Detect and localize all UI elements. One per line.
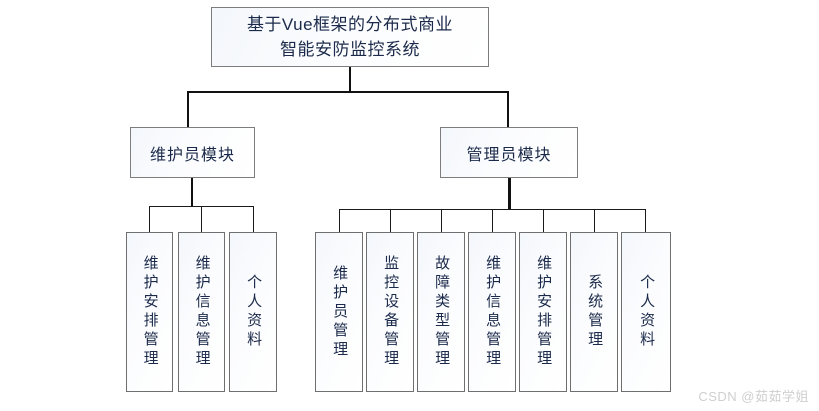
connector-root-stem <box>349 67 351 92</box>
node-root-label: 基于Vue框架的分布式商业 智能安防监控系统 <box>246 15 454 59</box>
leaf-system-management: 系统管理 <box>570 232 618 392</box>
connector-admin-drop-7 <box>645 209 646 232</box>
node-module-admin-label: 管理员模块 <box>466 146 552 164</box>
leaf-label: 维护安排管理 <box>535 255 553 369</box>
connector-maintainer-drop-1 <box>149 206 150 232</box>
leaf-label: 个人资料 <box>638 274 656 350</box>
leaf-label: 维护安排管理 <box>141 255 159 369</box>
leaf-personal-profile-maintainer: 个人资料 <box>229 232 277 392</box>
leaf-maintenance-schedule-management-admin: 维护安排管理 <box>519 232 567 392</box>
connector-admin-stem <box>508 178 511 210</box>
leaf-label: 故障类型管理 <box>433 255 451 369</box>
connector-admin-drop-6 <box>594 209 595 232</box>
leaf-label: 维护信息管理 <box>193 255 211 369</box>
connector-admin-drop-2 <box>390 209 391 232</box>
connector-admin-drop-1 <box>339 209 340 232</box>
leaf-label: 系统管理 <box>586 274 604 350</box>
leaf-label: 个人资料 <box>245 274 263 350</box>
leaf-fault-type-management: 故障类型管理 <box>417 232 465 392</box>
connector-maintainer-drop-3 <box>253 206 254 232</box>
node-module-admin: 管理员模块 <box>440 127 578 178</box>
leaf-personal-profile-admin: 个人资料 <box>621 232 671 392</box>
node-module-maintainer-label: 维护员模块 <box>149 146 235 164</box>
connector-maintainer-drop-2 <box>201 206 202 232</box>
connector-root-to-module-2 <box>507 91 509 128</box>
leaf-monitoring-device-management: 监控设备管理 <box>366 232 414 392</box>
leaf-maintainer-management: 维护员管理 <box>315 232 363 392</box>
leaf-maintenance-schedule-management: 维护安排管理 <box>126 232 173 392</box>
connector-root-to-module-1 <box>187 91 189 128</box>
connector-root-bus <box>187 91 509 93</box>
connector-maintainer-stem <box>191 178 193 207</box>
connector-admin-drop-5 <box>543 209 544 232</box>
connector-admin-drop-3 <box>441 209 442 232</box>
leaf-label: 维护员管理 <box>331 264 349 360</box>
leaf-maintenance-info-management-admin: 维护信息管理 <box>468 232 516 392</box>
node-module-maintainer: 维护员模块 <box>130 127 255 178</box>
connector-admin-drop-4 <box>492 209 493 232</box>
csdn-watermark: CSDN @茹茹学姐 <box>698 389 809 404</box>
node-root: 基于Vue框架的分布式商业 智能安防监控系统 <box>211 7 489 67</box>
leaf-label: 维护信息管理 <box>484 255 502 369</box>
leaf-label: 监控设备管理 <box>382 255 400 369</box>
leaf-maintenance-info-management: 维护信息管理 <box>178 232 225 392</box>
